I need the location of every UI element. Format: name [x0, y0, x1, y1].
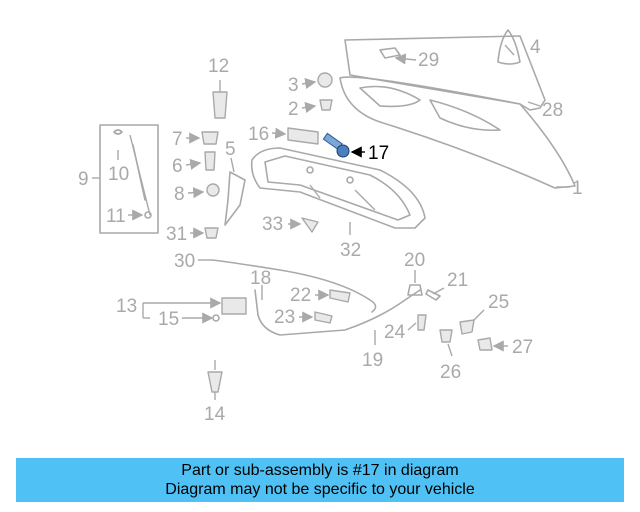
- callout-20: 20: [404, 250, 425, 271]
- callout-28: 28: [542, 100, 563, 121]
- parts-diagram: 1 2 3 4 5 6 7 8 9 10 11 12 13 14 15 16 1…: [78, 29, 583, 425]
- left-parts: [185, 72, 333, 239]
- callout-24: 24: [384, 322, 406, 343]
- callout-26: 26: [440, 362, 461, 383]
- callout-18: 18: [250, 268, 271, 289]
- callout-3: 3: [288, 75, 299, 96]
- banner-line-2: Diagram may not be specific to your vehi…: [165, 481, 475, 498]
- callout-30: 30: [174, 251, 195, 272]
- callout-15: 15: [158, 309, 179, 330]
- right-lower-parts: [407, 270, 508, 357]
- release-cable: [198, 259, 421, 345]
- callout-1: 1: [572, 178, 583, 199]
- callout-9: 9: [78, 169, 89, 190]
- callout-17: 17: [368, 143, 389, 164]
- callout-23: 23: [274, 307, 295, 328]
- callout-31: 31: [166, 224, 187, 245]
- callout-8: 8: [174, 184, 185, 205]
- callout-21: 21: [447, 270, 468, 291]
- callout-19: 19: [362, 350, 383, 371]
- inner-panel-part-32: [250, 147, 426, 229]
- callout-27: 27: [512, 337, 533, 358]
- callout-11: 11: [106, 206, 126, 227]
- callout-labels: 1 2 3 4 5 6 7 8 9 10 11 12 13 14 15 16 1…: [78, 37, 583, 425]
- callout-4: 4: [530, 37, 541, 58]
- callout-10: 10: [108, 164, 129, 185]
- callout-5: 5: [225, 139, 236, 160]
- strut-box: [92, 124, 159, 234]
- insulator-part-4: [497, 29, 521, 65]
- callout-2: 2: [288, 99, 299, 120]
- part-14: [207, 360, 223, 400]
- callout-32: 32: [340, 240, 361, 261]
- callout-14: 14: [204, 404, 226, 425]
- hood-panel: [339, 35, 576, 189]
- callout-25: 25: [488, 292, 509, 313]
- callout-33: 33: [262, 214, 283, 235]
- callout-6: 6: [172, 156, 183, 177]
- part-17-bolt: [322, 132, 365, 158]
- callout-12: 12: [208, 56, 229, 77]
- callout-29: 29: [418, 50, 439, 71]
- callout-7: 7: [172, 129, 183, 150]
- banner-line-1: Part or sub-assembly is #17 in diagram: [181, 462, 459, 479]
- callout-22: 22: [290, 285, 311, 306]
- hood-latch: [142, 297, 247, 324]
- callout-13: 13: [116, 296, 137, 317]
- callout-16: 16: [248, 124, 269, 145]
- info-banner: Part or sub-assembly is #17 in diagram D…: [16, 458, 624, 502]
